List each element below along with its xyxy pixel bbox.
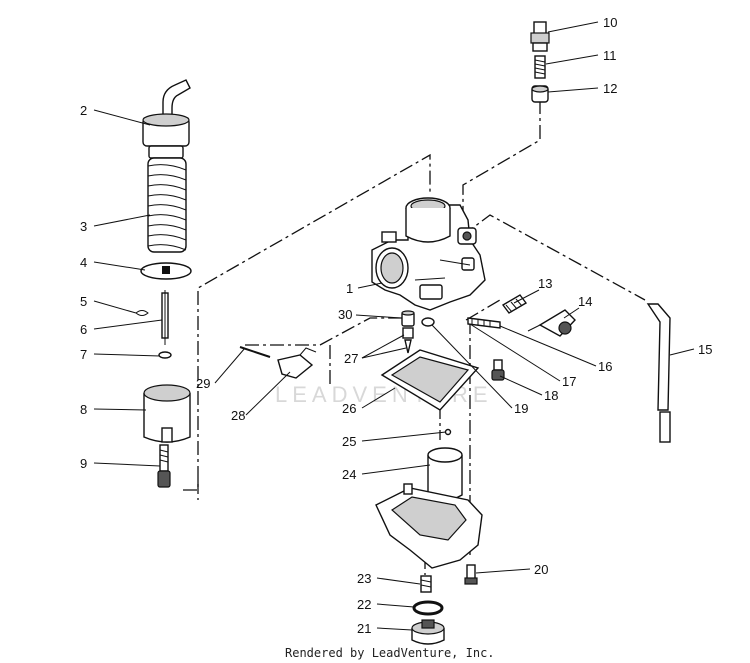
part-21-drain-plug [411,619,445,645]
part-9-screw [157,444,171,488]
part-6-needle [161,290,169,345]
part-1-carburetor-body [371,197,486,311]
float-bowl [375,483,483,569]
callout-10: 10 [603,15,617,30]
callout-20: 20 [534,562,548,577]
callout-9: 9 [80,456,87,471]
part-15-vent-hose [646,303,671,443]
callout-22: 22 [357,597,371,612]
part-19-washer [421,317,435,327]
callout-6: 6 [80,322,87,337]
part-2-top-cap [142,79,191,159]
part-30-jet [401,310,415,327]
callout-27: 27 [344,351,358,366]
part-27-needle-valve [402,327,414,354]
part-20-screw [464,564,478,585]
callout-2: 2 [80,103,87,118]
part-10-fitting [530,21,550,52]
callout-28: 28 [231,408,245,423]
callout-4: 4 [80,255,87,270]
part-5-clip [135,310,149,316]
part-13-spring [501,294,528,314]
callout-14: 14 [578,294,592,309]
part-7-washer [158,351,172,359]
callout-25: 25 [342,434,356,449]
part-12-cap [531,85,549,103]
callout-11: 11 [603,48,617,63]
callout-3: 3 [80,219,87,234]
part-28-float-arm [277,347,317,379]
part-14-adjuster [527,309,576,337]
callout-17: 17 [562,374,576,389]
part-24-float [427,447,463,501]
callout-21: 21 [357,621,371,636]
part-11-spring [534,55,546,79]
callout-29: 29 [196,376,210,391]
callout-19: 19 [514,401,528,416]
callout-16: 16 [598,359,612,374]
part-22-o-ring [412,600,444,616]
part-3-spring [147,157,187,253]
part-16-screw [467,317,501,329]
callout-15: 15 [698,342,712,357]
callout-labels: 2 3 4 5 6 7 8 9 10 11 12 1 13 14 15 16 1… [80,15,712,636]
part-18-screw [491,359,505,381]
callout-5: 5 [80,294,87,309]
callout-30: 30 [338,307,352,322]
part-26-gasket [380,349,480,411]
callout-leaders [93,21,695,631]
callout-23: 23 [357,571,371,586]
callout-18: 18 [544,388,558,403]
footer-credit: Rendered by LeadVenture, Inc. [285,646,495,660]
callout-24: 24 [342,467,356,482]
callout-12: 12 [603,81,617,96]
callout-13: 13 [538,276,552,291]
callout-26: 26 [342,401,356,416]
callout-1: 1 [346,281,353,296]
part-8-throttle-slide [143,384,191,443]
part-23-jet [420,575,432,593]
callout-7: 7 [80,347,87,362]
part-25-ball [444,428,452,436]
part-4-retainer-plate [140,262,192,280]
callout-8: 8 [80,402,87,417]
